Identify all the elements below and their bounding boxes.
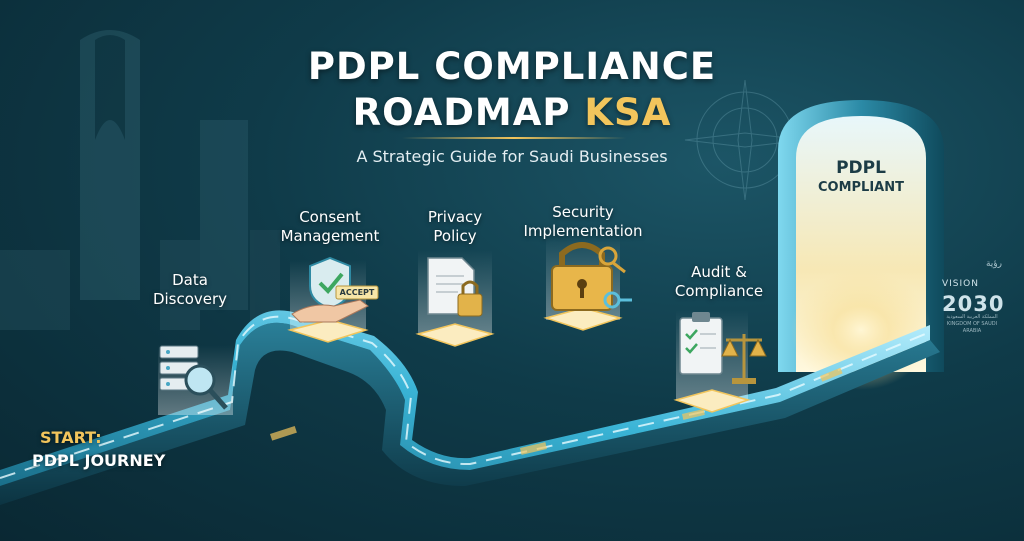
step-label-privacy-policy: Privacy Policy — [427, 208, 483, 245]
title-accent: KSA — [584, 91, 672, 134]
goal-label: PDPL COMPLIANT — [806, 158, 916, 198]
pedestals — [287, 307, 751, 413]
page-title: PDPL COMPLIANCE ROADMAP KSA — [0, 44, 1024, 136]
road-tiles — [270, 367, 843, 455]
start-sublabel: PDPL JOURNEY — [32, 451, 166, 470]
step-label-consent-management: Consent Management — [280, 208, 380, 245]
document-lock-icon — [427, 257, 483, 317]
page-subtitle: A Strategic Guide for Saudi Businesses — [356, 147, 668, 166]
start-label: START: — [40, 428, 102, 447]
vision-2030-logo: رؤية VISION 2030 المملكة العربية السعودي… — [942, 254, 1005, 335]
city-skyline — [0, 30, 280, 330]
step-label-data-discovery: Data Discovery — [152, 271, 228, 308]
padlock-key-icon — [551, 242, 632, 311]
step-label-audit-compliance: Audit & Compliance — [674, 263, 764, 300]
vision-org: المملكة العربية السعودية KINGDOM OF SAUD… — [946, 314, 998, 334]
goal-line-2: COMPLIANT — [818, 180, 904, 195]
road-edge — [0, 322, 940, 505]
goal-line-1: PDPL — [836, 158, 886, 178]
title-line-1: PDPL COMPLIANCE — [307, 45, 717, 88]
title-divider — [402, 137, 626, 139]
database-search-icon — [159, 345, 228, 410]
clipboard-scales-icon — [679, 312, 767, 384]
vision-arabic: رؤية — [985, 259, 1002, 269]
shield-check-hand-icon — [291, 256, 379, 323]
road-centerline — [0, 315, 931, 479]
vision-year: 2030 — [942, 292, 1005, 316]
accept-badge: ACCEPT — [339, 288, 375, 297]
vision-word: VISION — [942, 279, 979, 289]
title-line-2-main: ROADMAP — [352, 91, 571, 134]
title-line-2: ROADMAP KSA — [0, 90, 1024, 136]
step-label-security-implementation: Security Implementation — [523, 203, 643, 240]
